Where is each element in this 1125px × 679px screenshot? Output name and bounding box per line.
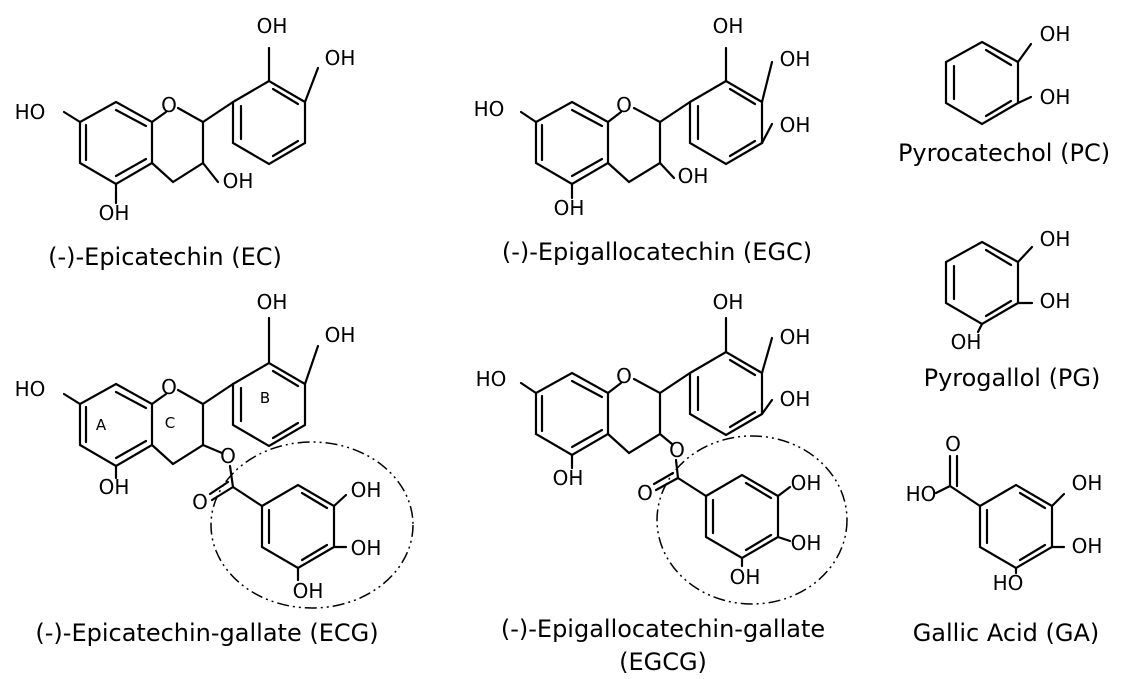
egcg-structure bbox=[519, 316, 792, 568]
ga-name: Gallic Acid (GA) bbox=[913, 619, 1100, 647]
ga-ho-label-3: HO bbox=[993, 571, 1024, 595]
egcg-ho-label-7: HO bbox=[476, 367, 507, 391]
egcg-galloyl-oh-label-1: OH bbox=[791, 471, 822, 495]
egc-oh-label-3p: OH bbox=[713, 14, 744, 38]
ecg-carbonyl-o-label: O bbox=[192, 490, 208, 514]
ecg-name: (-)-Epicatechin-gallate (ECG) bbox=[35, 619, 378, 647]
pg-structure bbox=[944, 240, 1034, 334]
ga-oh-label-2: OH bbox=[1072, 534, 1103, 558]
ec-ho-label-7: HO bbox=[15, 100, 46, 124]
egcg-oh-label-5p: OH bbox=[780, 387, 811, 411]
egcg-oh-label-5: OH bbox=[553, 466, 584, 490]
egcg-oh-label-3p: OH bbox=[713, 290, 744, 314]
egcg-ester-o-label: O bbox=[669, 438, 685, 462]
egc-oh-label-3: OH bbox=[678, 164, 709, 188]
ec-oh-label-5: OH bbox=[99, 201, 130, 225]
ecg-galloyl-oh-label-1: OH bbox=[351, 478, 382, 502]
pc-oh-label-2: OH bbox=[1040, 85, 1071, 109]
egc-oh-label-4p: OH bbox=[780, 47, 811, 71]
egc-name: (-)-Epigallocatechin (EGC) bbox=[502, 238, 812, 266]
egcg-galloyl-highlight-circle bbox=[656, 435, 848, 605]
ec-name: (-)-Epicatechin (EC) bbox=[48, 243, 282, 271]
pc-oh-label-1: OH bbox=[1040, 22, 1071, 46]
ecg-galloyl-oh-label-2: OH bbox=[351, 536, 382, 560]
ecg-oh-label-4p: OH bbox=[325, 323, 356, 347]
ec-structure bbox=[62, 46, 320, 205]
pg-oh-label-2: OH bbox=[1040, 289, 1071, 313]
egcg-name-line1: (-)-Epigallocatechin-gallate bbox=[501, 615, 825, 643]
ecg-galloyl-highlight-circle bbox=[210, 441, 414, 609]
ecg-ring-o-label: O bbox=[161, 375, 177, 399]
egcg-galloyl-oh-label-2: OH bbox=[791, 531, 822, 555]
pg-oh-label-3: OH bbox=[951, 330, 982, 354]
ga-ho-label-acid: HO bbox=[906, 482, 937, 506]
ec-ring-o-label: O bbox=[161, 93, 177, 117]
pc-structure bbox=[944, 40, 1033, 126]
egcg-ring-o-label: O bbox=[616, 364, 632, 388]
ecg-ester-o-label: O bbox=[220, 444, 236, 468]
ga-carbonyl-o-label: O bbox=[945, 432, 961, 456]
ecg-ring-a-label: A bbox=[96, 416, 107, 434]
egc-oh-label-5: OH bbox=[554, 196, 585, 220]
egc-structure bbox=[519, 46, 774, 200]
ecg-oh-label-3p: OH bbox=[257, 290, 288, 314]
ec-oh-label-3p: OH bbox=[257, 14, 288, 38]
pg-name: Pyrogallol (PG) bbox=[924, 364, 1101, 392]
egcg-carbonyl-o-label: O bbox=[637, 481, 653, 505]
egcg-galloyl-oh-label-3: OH bbox=[730, 565, 761, 589]
ga-structure bbox=[934, 454, 1066, 575]
ec-oh-label-3: OH bbox=[223, 169, 254, 193]
ecg-ring-c-label: C bbox=[165, 414, 175, 432]
ecg-structure bbox=[62, 316, 348, 582]
egcg-name-line2: (EGCG) bbox=[619, 648, 707, 676]
ecg-ho-label-7: HO bbox=[15, 377, 46, 401]
egc-oh-label-5p: OH bbox=[780, 113, 811, 137]
pc-name: Pyrocatechol (PC) bbox=[898, 139, 1110, 167]
egcg-oh-label-4p: OH bbox=[780, 325, 811, 349]
ec-oh-label-4p: OH bbox=[325, 46, 356, 70]
ecg-oh-label-5: OH bbox=[99, 475, 130, 499]
egc-ring-o-label: O bbox=[616, 93, 632, 117]
egc-ho-label-7: HO bbox=[474, 97, 505, 121]
ecg-galloyl-oh-label-3: OH bbox=[293, 579, 324, 603]
pg-oh-label-1: OH bbox=[1040, 227, 1071, 251]
ecg-ring-b-label: B bbox=[260, 389, 270, 407]
ga-oh-label-1: OH bbox=[1072, 471, 1103, 495]
